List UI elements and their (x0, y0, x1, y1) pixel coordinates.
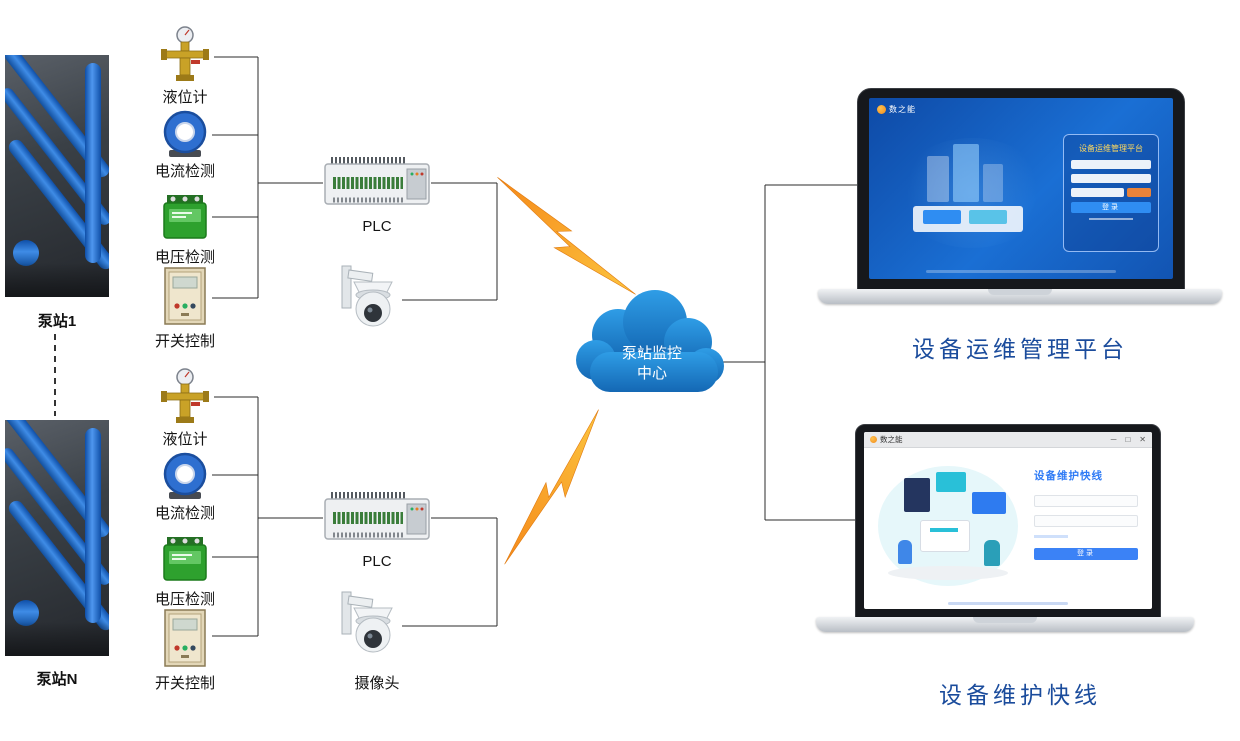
illustration-server (904, 478, 930, 512)
illustration-building (953, 144, 979, 202)
username-field (1034, 495, 1138, 507)
pipe-elbow-shape (13, 600, 39, 626)
footer-text-bar (948, 601, 1068, 605)
cloud-label-line1: 泵站监控 (622, 345, 682, 362)
level-gauge-icon (161, 368, 209, 423)
brand-logo-icon (870, 436, 877, 443)
login-title: 设备运维管理平台 (1079, 144, 1143, 153)
illustration-person (898, 540, 912, 564)
current-detector-label: 电流检测 (154, 163, 215, 180)
level-gauge-icon (161, 26, 209, 81)
laptop-top: 数之能 设备运维管理平台 (857, 88, 1185, 290)
forgot-password-link-bar (1034, 535, 1068, 538)
caption-maintenance-line: 设备维护快线 (939, 683, 1101, 708)
laptop-bottom: 数之能 ─ □ ✕ (855, 424, 1161, 618)
cloud-label-line2: 中心 (637, 365, 667, 382)
current-detector-label: 电流检测 (154, 505, 215, 522)
plc-device-icon (324, 492, 430, 540)
maximize-icon: □ (1125, 435, 1131, 444)
illustration-building (927, 156, 949, 202)
password-field (1034, 515, 1138, 527)
cloud-to-laptops-connector (723, 184, 858, 521)
pipe-shape (85, 63, 101, 263)
plc-label-top: PLC (362, 218, 392, 235)
login-panel: 设备维护快线 登录 (1020, 448, 1152, 597)
maintenance-app-screenshot: 数之能 ─ □ ✕ (864, 432, 1152, 609)
illustration-monitor (923, 210, 961, 224)
copyright-bar (926, 270, 1116, 273)
current-detector-icon (163, 452, 207, 499)
dome-camera-icon (341, 265, 393, 327)
illustration-person (984, 540, 1000, 566)
lightning-bolt-bottom-icon (504, 409, 599, 565)
illustration-monitor (969, 210, 1007, 224)
current-detector-icon (163, 110, 207, 157)
switch-control-cabinet-icon (164, 267, 206, 325)
illustration-building (983, 164, 1003, 202)
voltage-detector-icon (163, 537, 207, 581)
photo-floor-shade (5, 263, 109, 297)
sensor-bus-top (212, 56, 498, 301)
pipe-shape (85, 428, 101, 623)
brand-logo-text: 数之能 (880, 435, 903, 444)
footer-area (864, 597, 1152, 609)
dome-camera-icon (341, 591, 393, 653)
brand-logo-text: 数之能 (889, 105, 916, 114)
illustration-panel (936, 472, 966, 492)
caption-ops-platform: 设备运维管理平台 (912, 337, 1128, 362)
voltage-detector-label: 电压检测 (154, 249, 215, 266)
pump-station-1-label: 泵站1 (37, 313, 77, 330)
minimize-icon: ─ (1110, 435, 1117, 444)
login-title: 设备维护快线 (1034, 470, 1103, 482)
pump-station-photo-1 (5, 55, 109, 297)
cloud-icon: 泵站监控 中心 (576, 290, 724, 392)
pump-station-photo-n (5, 420, 109, 656)
laptop-notch (988, 289, 1052, 295)
lightning-bolt-top-icon (497, 177, 636, 295)
screen-logo: 数之能 (877, 104, 916, 115)
close-icon: ✕ (1139, 435, 1146, 444)
window-titlebar: 数之能 ─ □ ✕ (864, 432, 1152, 448)
username-field (1071, 160, 1151, 169)
illustration-machine (972, 492, 1006, 514)
voltage-detector-label: 电压检测 (154, 591, 215, 608)
login-hint-bar (1089, 218, 1133, 220)
brand-logo-icon (877, 105, 886, 114)
captcha-image (1127, 188, 1151, 197)
plc-device-icon (324, 157, 430, 205)
login-panel: 设备运维管理平台 登录 (1063, 134, 1159, 252)
switch-control-cabinet-icon (164, 609, 206, 667)
illustration-card-line (930, 528, 958, 532)
photo-floor-shade (5, 622, 109, 656)
camera-label: 摄像头 (354, 675, 400, 692)
login-button: 登录 (1071, 202, 1151, 213)
illustration-card (920, 520, 970, 552)
laptop-bottom-base (816, 617, 1194, 632)
illustration-shadow (888, 566, 1008, 580)
pump-station-n-label: 泵站N (36, 671, 78, 688)
laptop-top-base (818, 289, 1222, 304)
maintenance-illustration (864, 448, 1020, 597)
ops-platform-screenshot: 数之能 设备运维管理平台 (869, 98, 1173, 279)
pipe-elbow-shape (13, 240, 39, 266)
sensor-bus-bottom (212, 396, 498, 637)
level-gauge-label: 液位计 (162, 431, 208, 448)
switch-control-label: 开关控制 (154, 333, 215, 350)
voltage-detector-icon (163, 195, 207, 239)
captcha-field (1071, 188, 1124, 197)
laptop-notch (973, 617, 1037, 623)
plc-label-bottom: PLC (362, 553, 392, 570)
switch-control-label: 开关控制 (154, 675, 215, 692)
password-field (1071, 174, 1151, 183)
level-gauge-label: 液位计 (162, 89, 208, 106)
login-button: 登录 (1034, 548, 1138, 560)
